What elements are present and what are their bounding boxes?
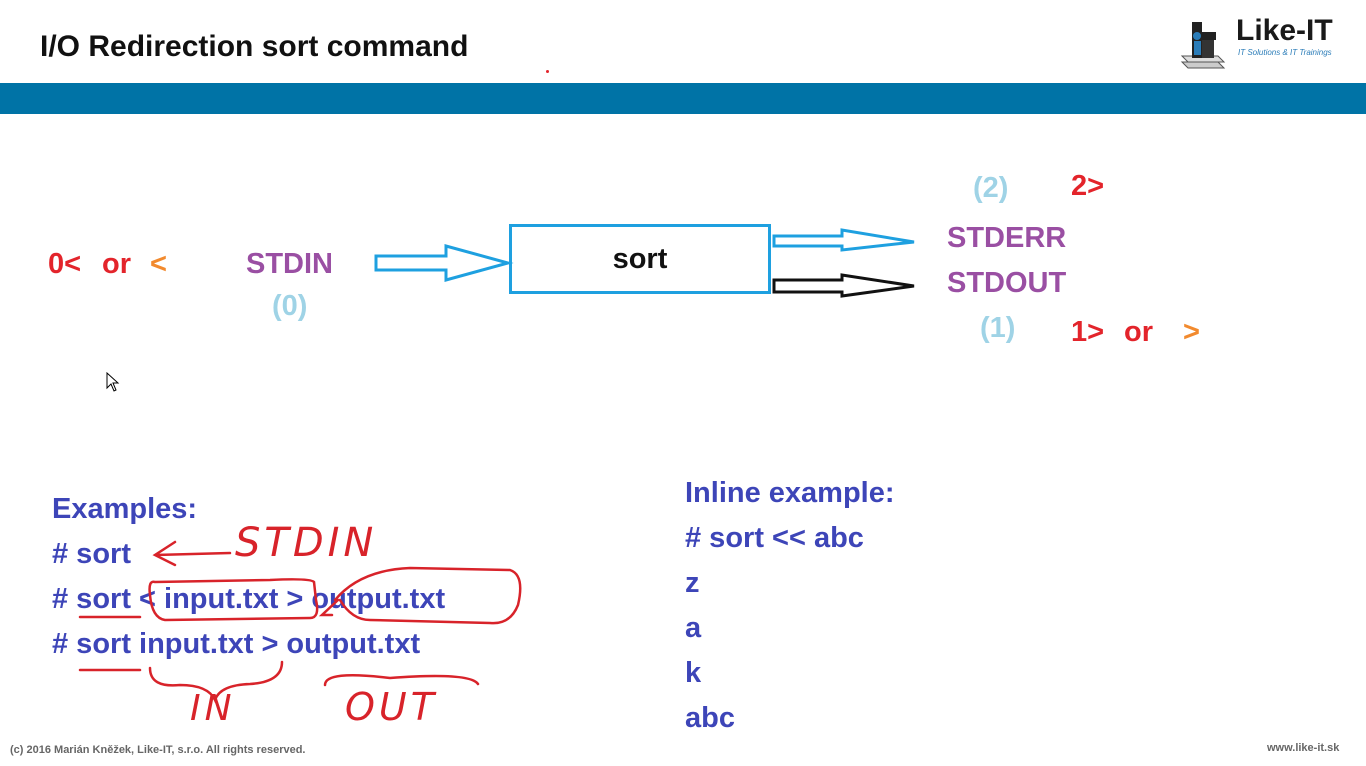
inline-line: z xyxy=(685,567,700,599)
examples-heading: Examples: xyxy=(52,493,198,525)
stdout-fd: (1) xyxy=(980,312,1016,344)
stdout-label: STDOUT xyxy=(947,267,1067,299)
stdout-arrow-icon xyxy=(772,273,915,298)
handwritten-annotations xyxy=(78,540,522,704)
inline-line: # sort << abc xyxy=(685,522,864,554)
stdout-redirect-short: > xyxy=(1183,316,1200,348)
stdin-fd: (0) xyxy=(272,290,308,322)
example-line: # sort < input.txt > output.txt xyxy=(52,583,446,615)
stdin-arrow-icon xyxy=(374,244,514,282)
stdin-label: STDIN xyxy=(246,248,333,280)
stderr-label: STDERR xyxy=(947,222,1067,254)
handwritten-out: OUT xyxy=(345,685,438,729)
handwritten-stdin: STDIN xyxy=(235,520,378,566)
stdin-redirect-short: < xyxy=(150,248,167,280)
inline-line: k xyxy=(685,657,702,689)
example-line: # sort xyxy=(52,538,131,570)
mouse-cursor-icon xyxy=(106,372,120,392)
stderr-redirect: 2> xyxy=(1071,170,1105,202)
inline-line: abc xyxy=(685,702,735,734)
stdout-or: or xyxy=(1124,316,1153,348)
logo-tagline: IT Solutions & IT Trainings xyxy=(1238,48,1332,57)
stderr-arrow-icon xyxy=(772,228,915,252)
footer-copyright: (c) 2016 Marián Kněžek, Like-IT, s.r.o. … xyxy=(10,744,306,756)
stdout-redirect-1: 1> xyxy=(1071,316,1105,348)
logo-icon xyxy=(1180,22,1226,69)
example-line: # sort input.txt > output.txt xyxy=(52,628,421,660)
stdin-or: or xyxy=(102,248,131,280)
stdin-redirect-0: 0< xyxy=(48,248,82,280)
header-band xyxy=(0,83,1366,114)
stray-dot xyxy=(546,70,549,73)
inline-line: a xyxy=(685,612,702,644)
slide-title: I/O Redirection sort command xyxy=(40,30,469,63)
handwritten-in: IN xyxy=(190,688,236,729)
logo-name: Like-IT xyxy=(1236,14,1333,47)
stderr-fd: (2) xyxy=(973,172,1009,204)
footer-website: www.like-it.sk xyxy=(1267,742,1340,754)
inline-heading: Inline example: xyxy=(685,477,895,509)
sort-process-box: sort xyxy=(509,224,771,294)
